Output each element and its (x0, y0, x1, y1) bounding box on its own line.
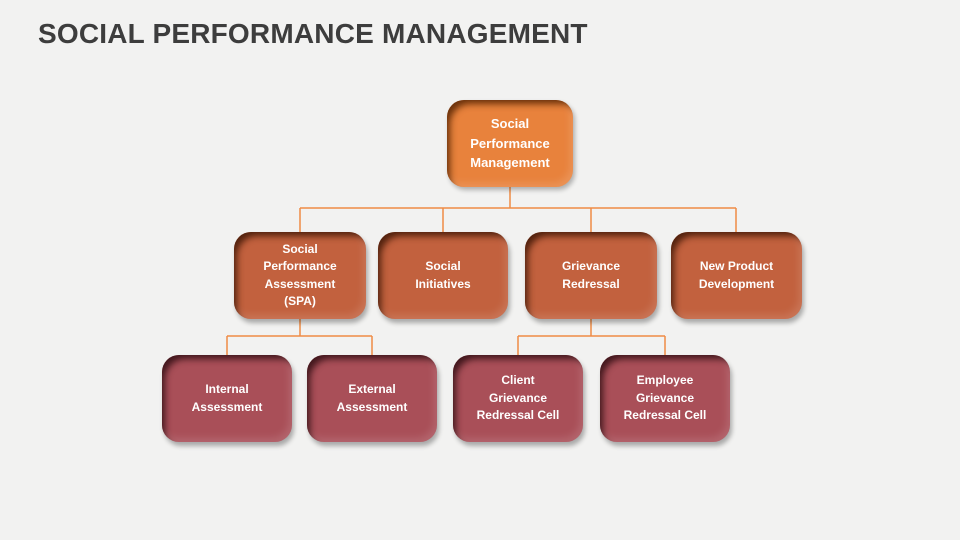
node-label: Social Initiatives (415, 259, 471, 291)
org-node-client-grievance-redressal-cell[interactable]: Client Grievance Redressal Cell (453, 355, 583, 442)
slide-title: SOCIAL PERFORMANCE MANAGEMENT (38, 18, 588, 49)
node-label: Internal Assessment (191, 382, 263, 414)
node-label: New Product Development (698, 259, 775, 291)
node-label: Social Performance Management (470, 116, 550, 171)
org-node-internal-assessment[interactable]: Internal Assessment (162, 355, 292, 442)
org-node-new-product-development[interactable]: New Product Development (671, 232, 802, 319)
node-label: Social Performance Assessment (SPA) (263, 241, 337, 308)
org-node-social-performance-management[interactable]: Social Performance Management (447, 100, 573, 187)
node-label: Grievance Redressal (561, 259, 621, 291)
org-node-employee-grievance-redressal-cell[interactable]: Employee Grievance Redressal Cell (600, 355, 730, 442)
node-label: Client Grievance Redressal Cell (476, 373, 560, 423)
node-label: External Assessment (336, 382, 408, 414)
org-node-social-performance-assessment[interactable]: Social Performance Assessment (SPA) (234, 232, 366, 319)
org-node-grievance-redressal[interactable]: Grievance Redressal (525, 232, 657, 319)
org-node-external-assessment[interactable]: External Assessment (307, 355, 437, 442)
node-label: Employee Grievance Redressal Cell (623, 373, 707, 423)
org-node-social-initiatives[interactable]: Social Initiatives (378, 232, 508, 319)
